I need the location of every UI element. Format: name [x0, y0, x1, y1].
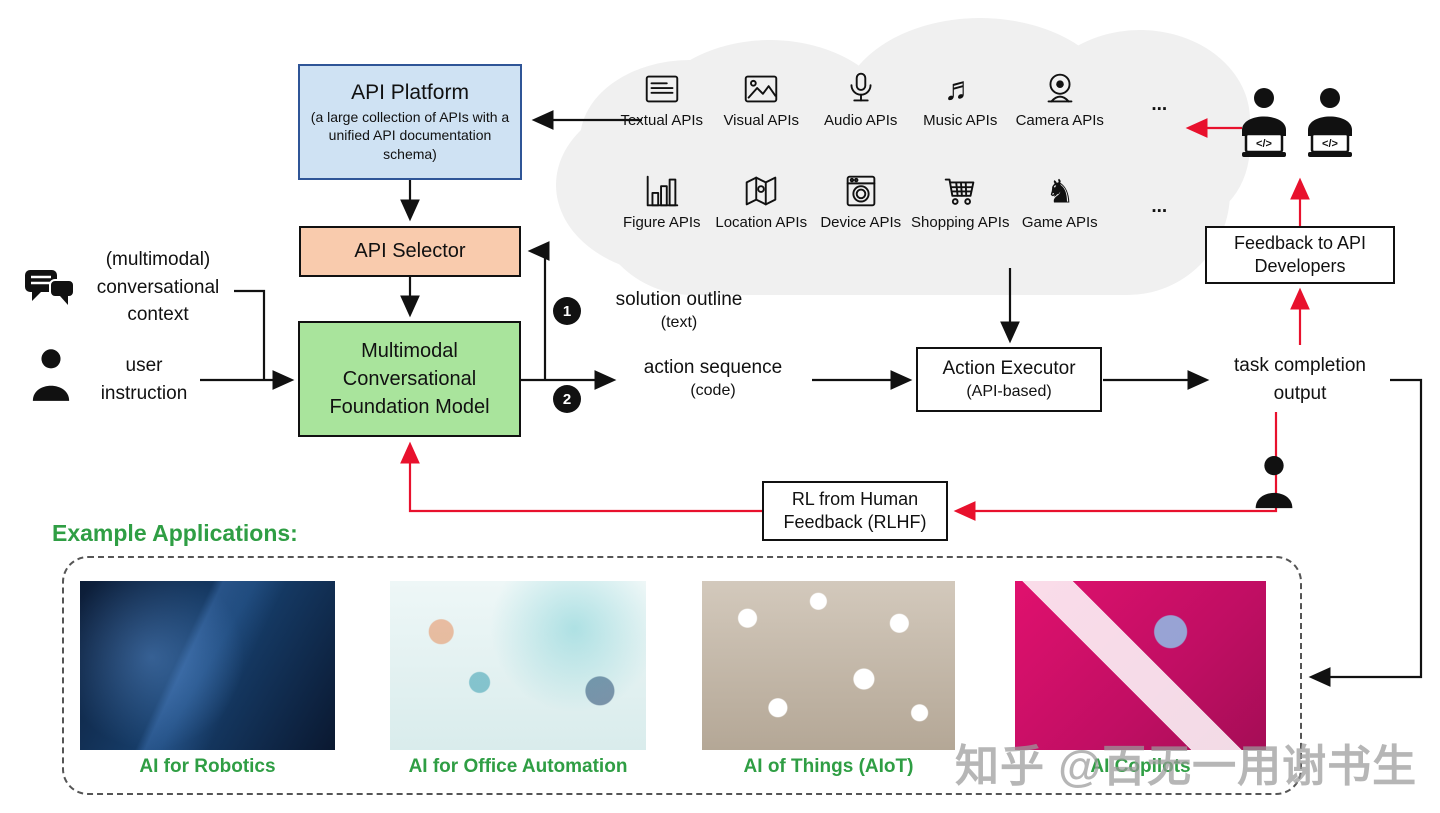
api-platform-subtitle: (a large collection of APIs with a unifi… [310, 109, 510, 162]
api-selector-label: API Selector [354, 240, 466, 262]
developer-icon: </> [1242, 88, 1286, 157]
api-developers: </> </> [1236, 84, 1358, 168]
api-item-textual: Textual APIs [612, 68, 712, 164]
api-item-music: ♬ Music APIs [911, 68, 1011, 164]
svg-text:♞: ♞ [1045, 173, 1074, 209]
rlhf-box: RL from Human Feedback (RLHF) [762, 481, 948, 541]
action-sequence-label: action sequence (code) [643, 357, 783, 399]
user-instruction-label: user instruction [100, 355, 188, 404]
feedback-box: Feedback to API Developers [1205, 226, 1395, 284]
app-label-office: AI for Office Automation [408, 756, 628, 777]
aiot-image [702, 581, 955, 750]
api-label: Textual APIs [620, 112, 704, 129]
action-executor-title: Action Executor [942, 358, 1076, 380]
human-evaluator-icon [1255, 455, 1293, 509]
api-label: Device APIs [820, 214, 902, 231]
action-executor-box: Action Executor (API-based) [916, 347, 1102, 412]
robotics-image [80, 581, 335, 750]
step-2-number: 2 [562, 390, 572, 408]
app-label-aiot: AI of Things (AIoT) [743, 756, 914, 777]
cloud-body [590, 90, 1230, 295]
api-item-more-2: ... [1110, 170, 1210, 266]
rlhf-label: RL from Human Feedback (RLHF) [783, 488, 927, 532]
watermark: 知乎 @百无一用谢书生 [955, 742, 1418, 791]
task-completion-label: task completion output [1233, 355, 1366, 404]
ellipsis-label: ... [1151, 94, 1168, 115]
textual-api-icon [645, 75, 678, 103]
api-item-device: Device APIs [811, 170, 911, 266]
api-item-visual: Visual APIs [712, 68, 812, 164]
foundation-model-label: Multimodal Conversational Foundation Mod… [329, 340, 490, 418]
api-item-more-1: ... [1110, 68, 1210, 164]
examples-heading: Example Applications: [52, 520, 298, 546]
svg-text:</>: </> [1256, 138, 1272, 150]
game-api-icon: ♞ [1045, 173, 1074, 209]
audio-api-icon [850, 72, 872, 102]
user-icon [32, 349, 70, 401]
api-label: Visual APIs [723, 112, 800, 129]
api-label: Camera APIs [1015, 112, 1104, 129]
api-item-game: ♞ Game APIs [1010, 170, 1110, 266]
step-1-number: 1 [562, 302, 572, 320]
app-label-robotics: AI for Robotics [139, 756, 276, 777]
api-platform-box: API Platform (a large collection of APIs… [298, 64, 522, 180]
copilots-image [1015, 581, 1266, 750]
step-2-badge: 2 [553, 385, 581, 413]
chat-bubbles-icon [25, 270, 75, 305]
api-label: Location APIs [715, 214, 808, 231]
api-item-figure: Figure APIs [612, 170, 712, 266]
api-item-audio: Audio APIs [811, 68, 911, 164]
svg-text:</>: </> [1322, 138, 1338, 150]
location-api-icon [745, 176, 777, 206]
api-label: Game APIs [1021, 214, 1098, 231]
svg-text:♬: ♬ [944, 71, 976, 107]
api-item-location: Location APIs [712, 170, 812, 266]
shopping-api-icon [944, 178, 975, 205]
api-item-shopping: Shopping APIs [911, 170, 1011, 266]
office-automation-image [390, 581, 646, 750]
device-api-icon [846, 175, 876, 207]
app-label-copilots: AI Copilots [1090, 756, 1191, 777]
solution-outline-label: solution outline (text) [615, 289, 743, 331]
developer-icon: </> [1308, 88, 1352, 157]
step-1-badge: 1 [553, 297, 581, 325]
api-label: Figure APIs [622, 214, 701, 231]
conversational-context-label: (multimodal) conversational context [96, 249, 220, 326]
api-selector-box: API Selector [299, 226, 521, 277]
api-label: Audio APIs [824, 112, 898, 129]
visual-api-icon [745, 75, 778, 103]
feedback-label: Feedback to API Developers [1233, 232, 1367, 276]
api-platform-title: API Platform [351, 81, 469, 105]
figure-api-icon [646, 175, 678, 207]
example-apps-container [62, 556, 1302, 795]
ellipsis-label: ... [1151, 196, 1168, 217]
api-item-camera: Camera APIs [1010, 68, 1110, 164]
foundation-model-box: Multimodal Conversational Foundation Mod… [298, 321, 521, 437]
api-grid: Textual APIs Visual APIs Audio APIs ♬ Mu… [612, 68, 1210, 266]
action-executor-sub: (API-based) [966, 382, 1052, 400]
music-api-icon: ♬ [944, 71, 976, 107]
api-label: Music APIs [923, 112, 998, 129]
camera-api-icon [1047, 73, 1073, 103]
api-label: Shopping APIs [911, 214, 1010, 231]
